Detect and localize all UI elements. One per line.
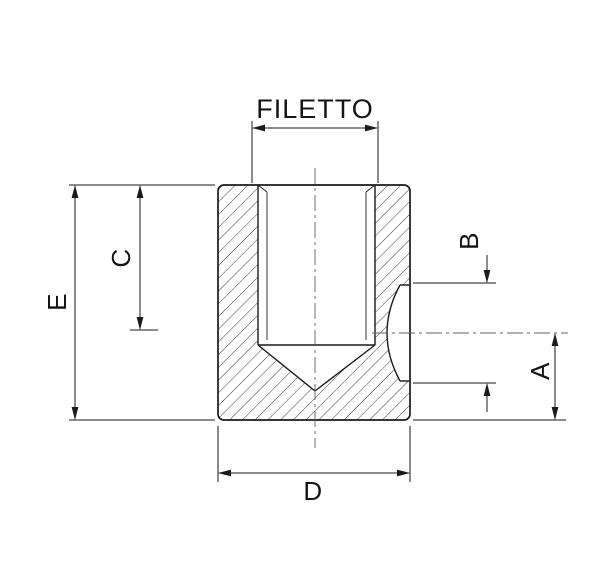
- dim-filetto: FILETTO: [251, 94, 379, 183]
- chamfer-line: [257, 184, 268, 193]
- arrow-down-icon: [136, 317, 144, 330]
- arrow-right-icon: [397, 469, 410, 477]
- chamfer-line: [365, 184, 376, 193]
- arrow-up-icon: [71, 185, 79, 198]
- dim-c: C: [106, 185, 158, 331]
- label-d: D: [303, 476, 322, 506]
- arrow-up-icon: [551, 333, 559, 346]
- thread-bore: [257, 184, 376, 346]
- dim-d: D: [217, 426, 411, 506]
- label-c: C: [106, 248, 136, 267]
- label-filetto: FILETTO: [256, 94, 374, 124]
- thread-bore-cavity: [258, 185, 375, 391]
- arrow-up-icon: [136, 185, 144, 198]
- arrow-left-icon: [252, 124, 265, 132]
- dim-b: B: [413, 232, 496, 412]
- label-b: B: [454, 232, 484, 250]
- arrow-left-icon: [218, 469, 231, 477]
- arrow-down-icon: [71, 407, 79, 420]
- part-cross-section: [217, 184, 411, 421]
- arrow-down-icon: [551, 407, 559, 420]
- dim-e: E: [42, 184, 215, 421]
- label-a: A: [525, 362, 555, 380]
- arrow-up-icon: [483, 383, 491, 396]
- label-e: E: [42, 293, 72, 311]
- side-groove-cavity: [387, 285, 410, 381]
- outer-outline: [217, 184, 411, 421]
- dim-a: A: [413, 333, 566, 421]
- arrow-right-icon: [365, 124, 378, 132]
- drill-cone: [257, 344, 376, 392]
- arrow-down-icon: [483, 270, 491, 283]
